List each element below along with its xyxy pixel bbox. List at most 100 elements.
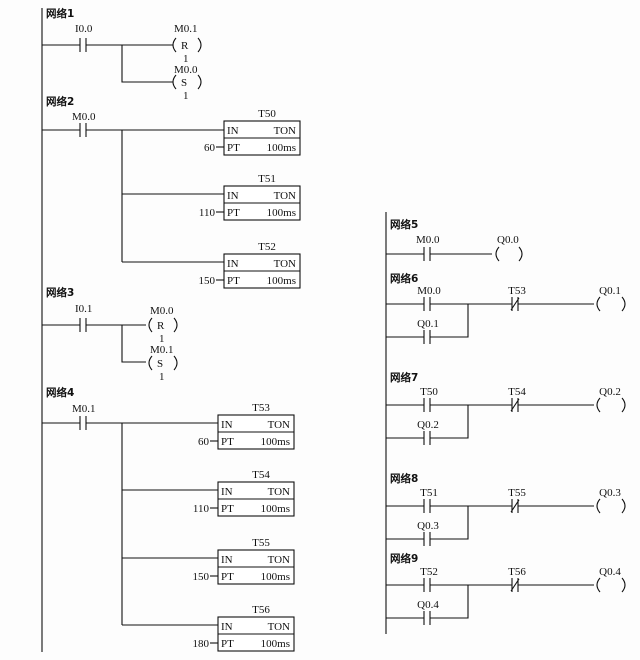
network-6-nc-contact bbox=[510, 297, 594, 311]
network-2-timer-base-label: 100ms bbox=[267, 207, 296, 219]
network-4-timer-pt-label: PT bbox=[221, 436, 234, 448]
network-7-nc-contact bbox=[510, 398, 594, 412]
network-8-coil-right bbox=[621, 498, 626, 514]
network-6-contact-label: M0.0 bbox=[417, 285, 441, 297]
network-8-nc-label: T55 bbox=[508, 487, 526, 499]
network-3-wiring bbox=[42, 318, 146, 363]
network-1-coil2-right bbox=[197, 74, 202, 90]
network-2-timer-pt-value: 110 bbox=[199, 207, 216, 219]
network-7-title: 网络7 bbox=[390, 371, 418, 384]
network-9-series-wire bbox=[386, 578, 512, 592]
network-2-timer-pt-label: PT bbox=[227, 207, 240, 219]
network-4-timer-ton-label: TON bbox=[268, 621, 290, 633]
network-9-coil-left bbox=[596, 577, 601, 593]
network-2-timer-pt-label: PT bbox=[227, 275, 240, 287]
network-7-coil-right bbox=[621, 397, 626, 413]
network-3-coil2-addr: M0.1 bbox=[150, 344, 174, 356]
network-2-timer-pt-value: 150 bbox=[199, 275, 216, 287]
network-2-timer-ton-label: TON bbox=[274, 190, 296, 202]
network-4-title: 网络4 bbox=[46, 386, 74, 399]
network-4-timer-ton-label: TON bbox=[268, 486, 290, 498]
network-6-parallel-label: Q0.1 bbox=[417, 318, 439, 330]
network-8-coil-label: Q0.3 bbox=[599, 487, 621, 499]
network-5-title: 网络5 bbox=[390, 218, 418, 231]
network-5-coil-left bbox=[495, 246, 500, 262]
network-1-coil1-right bbox=[197, 37, 202, 53]
network-9-nc-contact bbox=[510, 578, 594, 592]
network-2-timer-in-label: IN bbox=[227, 258, 239, 270]
network-3-coil2-count: 1 bbox=[159, 371, 165, 383]
network-6-nc-label: T53 bbox=[508, 285, 526, 297]
network-8-contact-label: T51 bbox=[420, 487, 438, 499]
network-2-timer-name: T51 bbox=[258, 173, 276, 185]
network-2-timer-base-label: 100ms bbox=[267, 142, 296, 154]
network-4-timer-name: T55 bbox=[252, 537, 270, 549]
network-4-timer-in-label: IN bbox=[221, 486, 233, 498]
network-5-coil-right bbox=[518, 246, 523, 262]
network-5-coil-label: Q0.0 bbox=[497, 234, 519, 246]
network-3-coil1-right bbox=[173, 317, 178, 333]
network-9-nc-label: T56 bbox=[508, 566, 526, 578]
network-7-coil-label: Q0.2 bbox=[599, 386, 621, 398]
network-2-timer-in-label: IN bbox=[227, 125, 239, 137]
network-4-timer-ton-label: TON bbox=[268, 554, 290, 566]
network-9-parallel-wire bbox=[386, 585, 469, 625]
network-9-parallel-label: Q0.4 bbox=[417, 599, 439, 611]
network-8-parallel-wire bbox=[386, 506, 469, 546]
network-3-coil1-left bbox=[148, 317, 153, 333]
network-2-timer-base-label: 100ms bbox=[267, 275, 296, 287]
network-7-series-wire bbox=[386, 398, 512, 412]
network-4-timer-base-label: 100ms bbox=[261, 503, 290, 515]
network-3-coil1-type: R bbox=[157, 320, 165, 332]
network-1-coil1-count: 1 bbox=[183, 53, 189, 65]
network-8-parallel-label: Q0.3 bbox=[417, 520, 439, 532]
network-3-contact-label: I0.1 bbox=[75, 303, 92, 315]
network-1-coil2-left bbox=[172, 74, 177, 90]
network-4-timer-pt-value: 60 bbox=[198, 436, 210, 448]
network-2-timer-pt-label: PT bbox=[227, 142, 240, 154]
network-1-wiring bbox=[42, 38, 146, 83]
network-1-contact-label: I0.0 bbox=[75, 23, 93, 35]
network-4-timer-base-label: 100ms bbox=[261, 436, 290, 448]
network-6-title: 网络6 bbox=[390, 272, 418, 285]
network-2-contact-label: M0.0 bbox=[72, 111, 96, 123]
network-1-coil1-type: R bbox=[181, 40, 189, 52]
network-4-timer-pt-label: PT bbox=[221, 638, 234, 650]
network-6-series-wire bbox=[386, 297, 512, 311]
network-4-timer-base-label: 100ms bbox=[261, 638, 290, 650]
network-9-contact-label: T52 bbox=[420, 566, 438, 578]
network-4-timer-name: T54 bbox=[252, 469, 270, 481]
network-4-timer-pt-value: 150 bbox=[193, 571, 210, 583]
network-2-timer-in-label: IN bbox=[227, 190, 239, 202]
network-5-wiring bbox=[386, 247, 492, 261]
network-4-wiring bbox=[42, 416, 218, 626]
network-2-timer-ton-label: TON bbox=[274, 258, 296, 270]
network-4-timer-pt-value: 110 bbox=[193, 503, 210, 515]
network-4-timer-pt-label: PT bbox=[221, 503, 234, 515]
network-8-series-wire bbox=[386, 499, 512, 513]
network-3-coil1-count: 1 bbox=[159, 333, 165, 345]
network-6-parallel-wire bbox=[386, 304, 469, 344]
network-6-coil-right bbox=[621, 296, 626, 312]
network-2-timer-name: T50 bbox=[258, 108, 276, 120]
network-2-wiring bbox=[42, 123, 224, 263]
network-2-timer-pt-value: 60 bbox=[204, 142, 216, 154]
network-7-nc-label: T54 bbox=[508, 386, 526, 398]
network-9-title: 网络9 bbox=[390, 552, 418, 565]
network-1-coil2-type: S bbox=[181, 77, 187, 89]
network-4-timer-ton-label: TON bbox=[268, 419, 290, 431]
network-8-coil-left bbox=[596, 498, 601, 514]
network-3-coil2-right bbox=[173, 355, 178, 371]
network-1-coil2-count: 1 bbox=[183, 90, 189, 102]
network-1-coil1-left bbox=[172, 37, 177, 53]
